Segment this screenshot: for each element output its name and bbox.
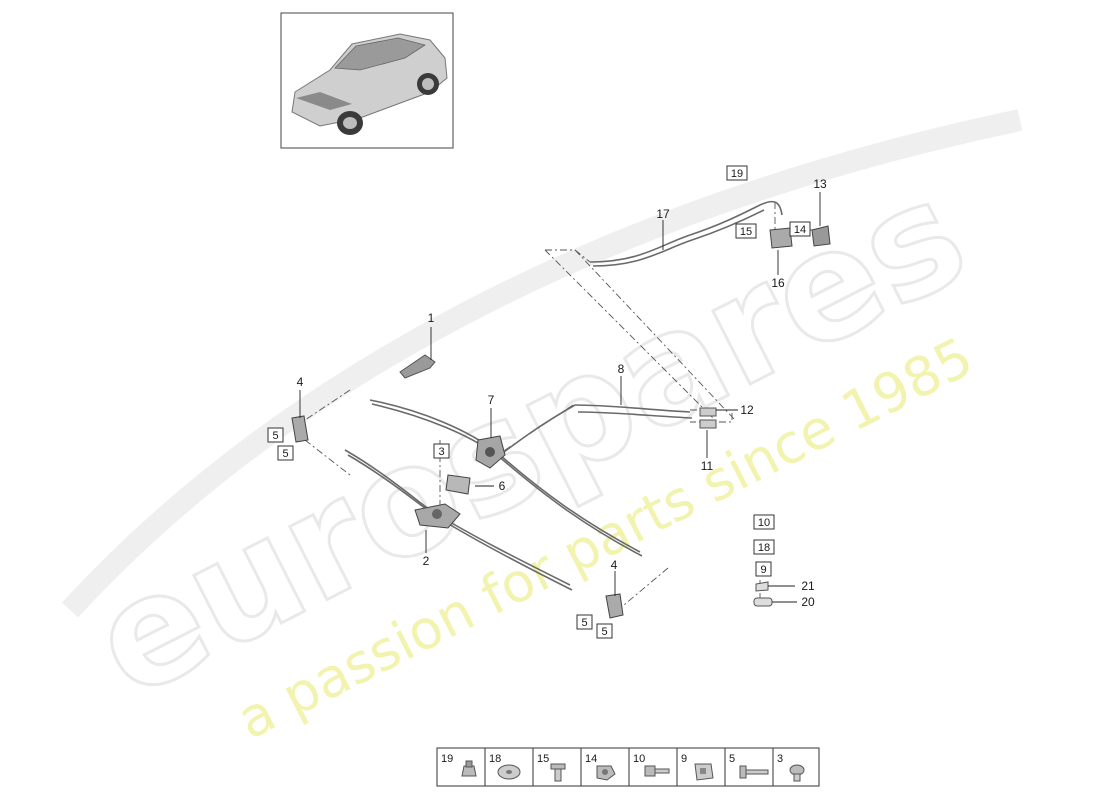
svg-text:5: 5	[601, 626, 607, 638]
legend-label-9: 9	[681, 753, 687, 765]
boxed-callout-18: 18	[753, 539, 775, 555]
bracket-clip-icon	[694, 763, 714, 781]
legend-label-10: 10	[633, 753, 645, 765]
callout-7: 7	[488, 393, 495, 407]
part-1-handle	[399, 354, 436, 379]
part-7-actuator	[475, 435, 506, 469]
legend-label-19: 19	[441, 753, 453, 765]
legend-label-3: 3	[777, 753, 783, 765]
callout-13: 13	[813, 177, 827, 191]
part-13-cap	[811, 225, 831, 247]
boxed-callout-19: 19	[726, 165, 748, 181]
legend-label-18: 18	[489, 753, 501, 765]
svg-text:19: 19	[731, 168, 743, 180]
long-bolt-icon	[739, 765, 769, 779]
callout-4-left: 4	[297, 375, 304, 389]
boxed-callout-5-d: 5	[596, 623, 613, 639]
svg-text:5: 5	[581, 617, 587, 629]
car-illustration	[291, 33, 448, 135]
bolt-icon	[644, 765, 670, 777]
boxed-callout-3: 3	[433, 443, 450, 459]
boxed-callout-9: 9	[755, 561, 772, 577]
boxed-callout-15: 15	[735, 223, 757, 239]
boxed-callout-5-c: 5	[576, 614, 593, 630]
fastener-legend: 19 18 15 14 10 9 5 3	[436, 747, 820, 787]
callout-11: 11	[701, 459, 714, 473]
svg-text:18: 18	[758, 542, 770, 554]
svg-text:14: 14	[794, 224, 806, 236]
part-11-12-clips	[699, 407, 717, 429]
svg-text:5: 5	[272, 430, 278, 442]
callout-16: 16	[771, 276, 785, 290]
legend-label-5: 5	[729, 753, 735, 765]
boxed-callouts: 5 5 5 5 3 19 15 14	[267, 165, 811, 639]
clip-icon	[461, 760, 477, 777]
watermark-swoosh	[61, 109, 1023, 618]
svg-text:3: 3	[438, 446, 444, 458]
part-20-21-fasteners	[753, 581, 773, 607]
callout-1: 1	[428, 311, 435, 325]
callout-12: 12	[740, 403, 754, 417]
callout-8: 8	[618, 362, 625, 376]
svg-text:5: 5	[282, 448, 288, 460]
screw-icon	[550, 763, 566, 782]
boxed-callout-10: 10	[753, 514, 775, 530]
small-screw-icon	[789, 764, 805, 782]
callout-6: 6	[499, 479, 506, 493]
svg-text:15: 15	[740, 226, 752, 238]
callout-20: 20	[801, 595, 815, 609]
callout-leaders	[299, 192, 821, 603]
svg-text:10: 10	[758, 517, 770, 529]
part-6-module	[445, 474, 471, 495]
part-16-latch	[769, 227, 793, 249]
callout-2: 2	[423, 554, 430, 568]
washer-icon	[497, 764, 521, 780]
callout-21: 21	[801, 579, 815, 593]
nut-icon	[596, 765, 616, 781]
legend-label-15: 15	[537, 753, 549, 765]
svg-text:9: 9	[760, 564, 766, 576]
vehicle-thumbnail	[280, 12, 454, 149]
callout-4-right: 4	[611, 558, 618, 572]
boxed-callout-5-a: 5	[267, 427, 284, 443]
watermark: eurospares a passion for parts since 198…	[61, 109, 1023, 752]
boxed-callout-5-b: 5	[277, 445, 294, 461]
callout-labels: 1 2 4 4 6 7 8 11 12 13 16 17 21 20	[297, 177, 827, 609]
legend-label-14: 14	[585, 753, 597, 765]
callout-17: 17	[656, 207, 670, 221]
part-4-bracket-right	[605, 593, 624, 619]
boxed-callout-14: 14	[789, 221, 811, 237]
part-2-lever-base	[414, 503, 461, 529]
